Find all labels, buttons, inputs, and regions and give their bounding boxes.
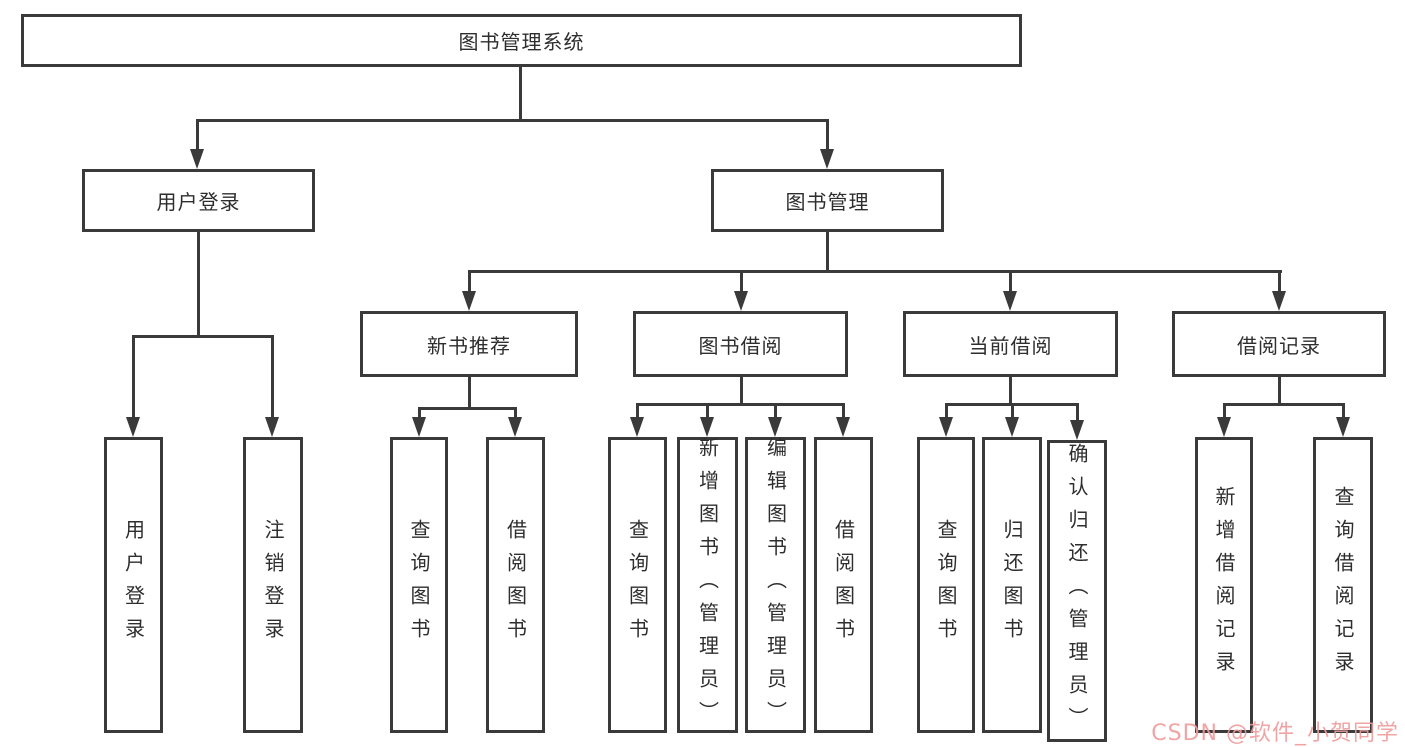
leaf-label: 归还图书	[1000, 519, 1024, 651]
leaf-label: 查询图书	[625, 519, 650, 651]
node-new-book-recommend: 新书推荐	[360, 311, 578, 377]
connector-line	[468, 377, 471, 407]
connector-line	[196, 119, 199, 150]
connector-line	[1009, 270, 1012, 291]
arrowhead-down-icon	[836, 417, 850, 437]
leaf-label: 编辑图书（管理员）	[763, 436, 788, 734]
leaf-label: 新增图书（管理员）	[695, 436, 720, 734]
connector-line	[1011, 403, 1014, 417]
connector-line	[519, 67, 522, 119]
connector-line	[826, 119, 829, 150]
leaf-label: 查询图书	[934, 519, 958, 651]
connector-line	[1009, 377, 1012, 403]
connector-line	[418, 407, 421, 417]
leaf-return-books: 归还图书	[982, 437, 1042, 733]
node-book-borrow: 图书借阅	[633, 311, 848, 377]
leaf-label: 借阅图书	[503, 519, 528, 651]
arrowhead-down-icon	[265, 417, 279, 437]
arrowhead-down-icon	[1272, 291, 1286, 311]
node-label: 图书借阅	[698, 333, 783, 358]
arrowhead-down-icon	[462, 291, 476, 311]
node-user-login: 用户登录	[82, 169, 315, 232]
arrowhead-down-icon	[939, 417, 953, 437]
arrowhead-down-icon	[1336, 417, 1350, 437]
connector-line	[1223, 403, 1345, 406]
arrowhead-down-icon	[1070, 420, 1084, 440]
connector-line	[945, 403, 948, 417]
leaf-query-books-borrow: 查询图书	[608, 437, 667, 733]
connector-line	[740, 377, 743, 403]
arrowhead-down-icon	[1005, 417, 1019, 437]
arrowhead-down-icon	[820, 149, 834, 169]
connector-line	[468, 270, 1282, 273]
connector-line	[132, 335, 135, 417]
leaf-query-books-current: 查询图书	[917, 437, 975, 733]
connector-line	[197, 232, 200, 335]
node-book-management: 图书管理	[711, 169, 944, 232]
watermark: CSDN @软件_小贺同学	[1151, 721, 1399, 746]
leaf-edit-book-admin: 编辑图书（管理员）	[745, 436, 806, 734]
leaf-query-borrow-record: 查询借阅记录	[1313, 437, 1373, 733]
arrowhead-down-icon	[126, 417, 140, 437]
connector-line	[514, 407, 517, 417]
node-label: 用户登录	[156, 190, 241, 214]
arrowhead-down-icon	[768, 417, 782, 437]
arrowhead-down-icon	[508, 417, 522, 437]
connector-line	[826, 232, 829, 270]
arrowhead-down-icon	[734, 291, 748, 311]
leaf-add-borrow-record: 新增借阅记录	[1195, 437, 1253, 733]
leaf-add-book-admin: 新增图书（管理员）	[677, 436, 738, 734]
connector-line	[774, 403, 777, 417]
arrowhead-down-icon	[700, 417, 714, 437]
leaf-confirm-return-admin: 确认归还（管理员）	[1047, 440, 1107, 742]
leaf-query-books-recommend: 查询图书	[390, 437, 448, 733]
connector-line	[132, 335, 274, 338]
connector-line	[842, 403, 845, 417]
leaf-label: 确认归还（管理员）	[1065, 442, 1089, 740]
node-current-borrow: 当前借阅	[903, 311, 1118, 377]
connector-line	[271, 335, 274, 417]
connector-line	[1223, 403, 1226, 417]
connector-line	[740, 270, 743, 291]
node-borrow-record: 借阅记录	[1172, 311, 1386, 377]
node-label: 借阅记录	[1237, 333, 1321, 358]
node-label: 新书推荐	[427, 333, 511, 358]
connector-line	[636, 403, 845, 406]
leaf-label: 查询图书	[407, 519, 431, 651]
node-label: 当前借阅	[968, 333, 1053, 358]
arrowhead-down-icon	[1003, 291, 1017, 311]
leaf-label: 新增借阅记录	[1212, 486, 1236, 684]
connector-line	[196, 119, 829, 122]
arrowhead-down-icon	[412, 417, 426, 437]
connector-line	[1076, 403, 1079, 420]
leaf-label: 借阅图书	[831, 519, 856, 651]
connector-line	[706, 403, 709, 417]
leaf-label: 注销登录	[261, 519, 285, 651]
node-label: 图书管理	[785, 190, 870, 214]
arrowhead-down-icon	[190, 149, 204, 169]
node-root-label: 图书管理系统	[458, 30, 585, 54]
connector-line	[1342, 403, 1345, 417]
connector-line	[418, 407, 517, 410]
leaf-borrow-books: 借阅图书	[814, 437, 873, 733]
leaf-user-login: 用户登录	[104, 437, 163, 733]
connector-line	[1278, 377, 1281, 403]
leaf-label: 查询借阅记录	[1331, 486, 1355, 684]
node-root: 图书管理系统	[21, 14, 1022, 67]
arrowhead-down-icon	[630, 417, 644, 437]
leaf-label: 用户登录	[121, 519, 146, 651]
connector-line	[468, 270, 471, 291]
arrowhead-down-icon	[1217, 417, 1231, 437]
leaf-logout: 注销登录	[243, 437, 303, 733]
leaf-borrow-books-recommend: 借阅图书	[486, 437, 545, 733]
connector-line	[636, 403, 639, 417]
connector-line	[1278, 270, 1281, 291]
